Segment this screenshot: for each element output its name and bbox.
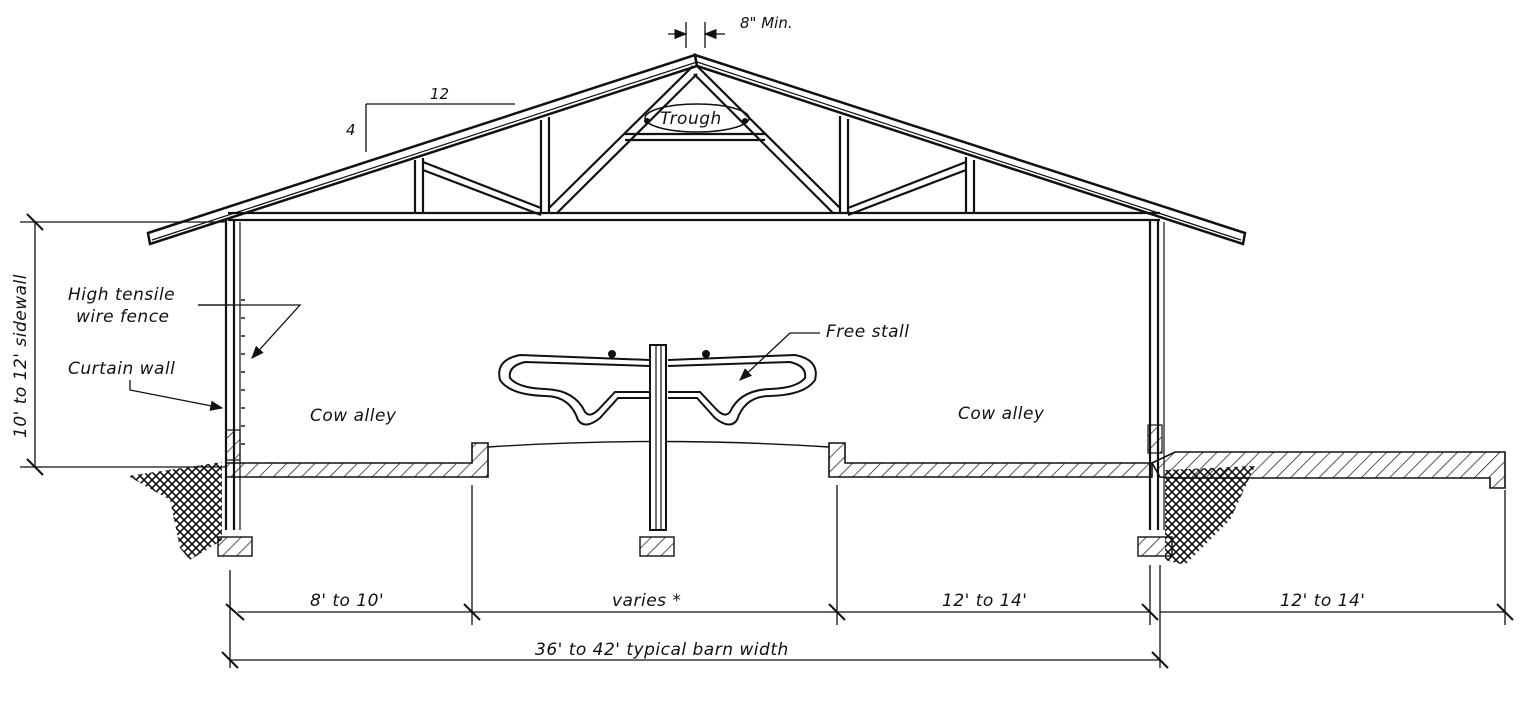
barn-width-label: 36' to 42' typical barn width xyxy=(535,640,789,660)
ridge-trough xyxy=(644,103,750,133)
roof-left-slope xyxy=(146,53,699,246)
ridge-gap-label: 8" Min. xyxy=(740,14,793,32)
trough-label: Trough xyxy=(660,109,722,129)
sidewall-label: 10' to 12' sidewall xyxy=(11,274,31,438)
cow-alley-right-label: Cow alley xyxy=(958,404,1045,424)
curtain-leader xyxy=(129,380,224,411)
slab-left xyxy=(225,442,489,478)
dimension-lines xyxy=(20,22,1506,668)
web-diag-center-r-b xyxy=(693,73,834,214)
curtain-wall-left xyxy=(225,429,241,461)
dim-12-14-left-label: 12' to 14' xyxy=(942,591,1027,611)
roof-right-inner xyxy=(696,61,1242,241)
web-diag-center-l-b xyxy=(556,73,698,214)
slab-outside xyxy=(1150,451,1506,489)
slope-rise-label: 4 xyxy=(346,121,356,139)
curtain-wall-right xyxy=(1147,424,1163,454)
roof-right-slope xyxy=(693,53,1247,246)
stall-post xyxy=(649,344,667,531)
right-footing xyxy=(1137,466,1255,565)
dim-8-10-label: 8' to 10' xyxy=(310,591,384,611)
slope-run-label: 12 xyxy=(430,85,449,103)
left-footing xyxy=(128,462,253,560)
trough-pivot-left xyxy=(644,118,650,124)
web-diag-center-r-a xyxy=(696,65,841,209)
left-column xyxy=(224,220,241,530)
right-column xyxy=(1148,220,1165,530)
fence-label-line1: High tensile xyxy=(68,285,175,305)
wire-fence-strands xyxy=(241,299,245,445)
roof-left-inner xyxy=(151,61,698,241)
leader-lines xyxy=(129,304,820,411)
trough-outline xyxy=(644,103,750,133)
curtain-wall-label: Curtain wall xyxy=(68,359,175,379)
fence-leader xyxy=(198,304,302,359)
cow-alley-left-label: Cow alley xyxy=(310,406,397,426)
dim-varies-label: varies * xyxy=(612,591,681,611)
fence-label-line2: wire fence xyxy=(76,307,170,327)
floor-slabs xyxy=(225,440,1506,489)
center-footing xyxy=(639,536,675,557)
roof xyxy=(146,53,1247,246)
roof-truss xyxy=(228,65,1160,222)
web-diag-center-l-a xyxy=(548,65,694,209)
trough-pivot-right xyxy=(742,118,748,124)
stall-leader xyxy=(739,332,820,381)
soil-right xyxy=(1165,466,1255,565)
soil-left xyxy=(128,462,222,560)
web-diag-left-b xyxy=(422,168,542,217)
web-diag-right-a xyxy=(847,160,967,210)
free-stall xyxy=(498,344,817,531)
slab-right xyxy=(828,442,1153,478)
free-stall-label: Free stall xyxy=(826,322,909,342)
web-diag-left-a xyxy=(422,160,542,210)
dim-12-14-right-label: 12' to 14' xyxy=(1280,591,1365,611)
web-diag-right-b xyxy=(847,168,967,217)
dimension-ticks xyxy=(26,213,1514,669)
